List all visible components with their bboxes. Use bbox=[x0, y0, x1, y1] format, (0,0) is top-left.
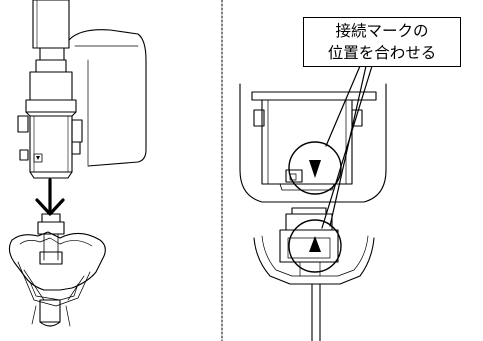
base-unit-closeup bbox=[253, 207, 375, 341]
triangle-mark-icon bbox=[309, 160, 321, 178]
triangle-mark-icon bbox=[309, 236, 321, 252]
motor-unit bbox=[17, 0, 147, 179]
callout-leaders bbox=[321, 65, 373, 229]
down-arrow-icon bbox=[35, 178, 65, 216]
right-panel bbox=[239, 65, 387, 341]
mark-circle-bottom bbox=[288, 219, 342, 273]
callout-line-2: 位置を合わせる bbox=[327, 44, 437, 62]
callout-line-1: 接続マークの bbox=[335, 22, 429, 40]
base-unit bbox=[8, 213, 106, 327]
motor-unit-closeup bbox=[239, 83, 387, 203]
callout-label: 接続マークの 位置を合わせる bbox=[303, 17, 461, 67]
mark-circle-top bbox=[288, 141, 342, 195]
left-panel bbox=[8, 0, 147, 327]
